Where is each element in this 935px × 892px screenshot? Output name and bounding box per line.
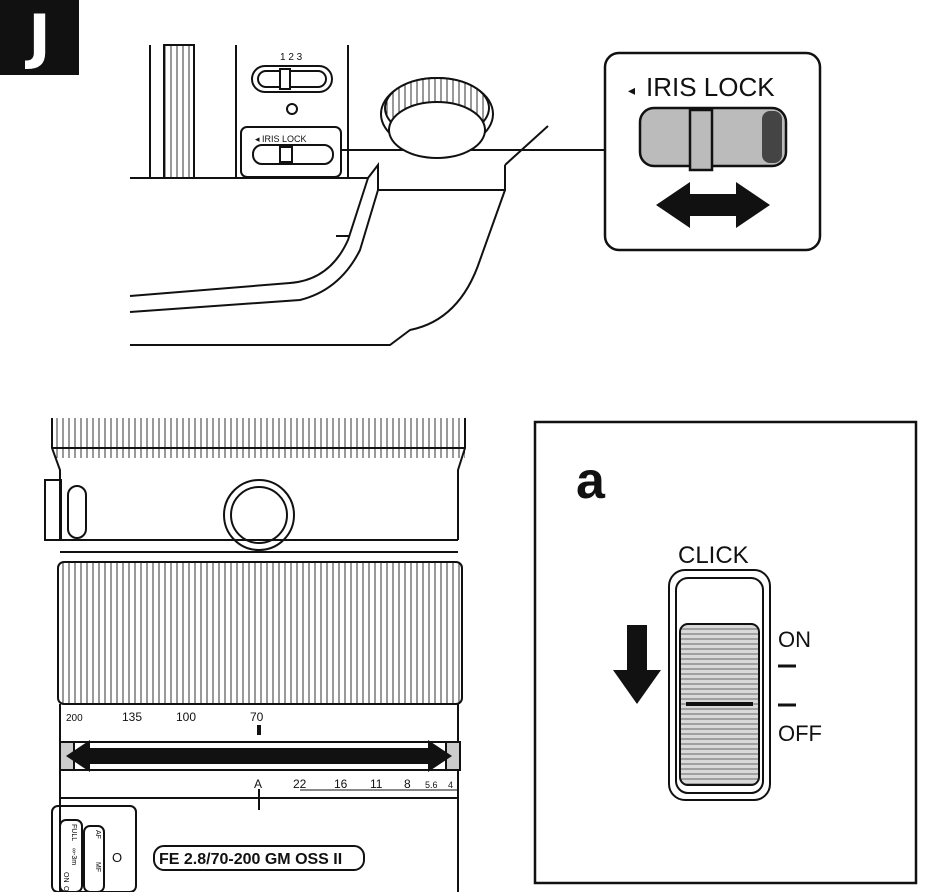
- on-label: ON: [778, 627, 811, 652]
- aperture-11: 11: [370, 777, 383, 791]
- iris-lock-switch-dark-end: [762, 111, 782, 163]
- focal-135: 135: [122, 710, 142, 724]
- camera-grip-illustration: [129, 44, 606, 346]
- focal-100: 100: [176, 710, 196, 724]
- click-title: CLICK: [678, 542, 749, 569]
- side-switch-marker: O: [112, 850, 122, 865]
- callout-arrow-glyph: ◂: [628, 82, 635, 98]
- control-dial: [380, 77, 494, 159]
- side-switch-label-2: FULL: [70, 824, 77, 841]
- double-arrow-icon: [656, 182, 770, 228]
- aperture-22: 22: [293, 777, 307, 791]
- aperture-16: 16: [334, 777, 348, 791]
- side-switch-label-4: ON: [62, 872, 69, 883]
- aperture-ring-double-arrow-icon: [66, 740, 452, 772]
- focus-hold-button: [223, 479, 295, 551]
- iris-lock-switch-knob: [688, 108, 714, 172]
- side-switch-label-1: MF: [94, 862, 101, 872]
- aperture-4: 4: [448, 780, 453, 790]
- focal-length-scale: 200 135 100 70: [66, 710, 264, 724]
- aperture-5-6: 5.6: [425, 780, 438, 790]
- iris-lock-small-switch: [252, 144, 334, 165]
- iris-lock-small-label: ◂ IRIS LOCK: [255, 134, 307, 144]
- side-switch-label-0: AF: [94, 830, 101, 839]
- lens-name: FE 2.8/70-200 GM OSS II: [159, 851, 342, 868]
- focal-70: 70: [250, 710, 264, 724]
- aperture-a: A: [254, 777, 262, 791]
- down-arrow-icon: [613, 625, 661, 704]
- click-switch-panel: [533, 420, 918, 885]
- lens-name-badge: [153, 845, 365, 871]
- lens-barrel-illustration: [44, 418, 466, 892]
- side-switch-label-3: ∞-3m: [70, 848, 77, 865]
- aperture-scale: A 22 16 11 8 5.6 4: [254, 777, 453, 791]
- aperture-8: 8: [404, 777, 411, 791]
- callout-iris-lock-label: IRIS LOCK: [646, 72, 775, 102]
- iris-lock-callout: [603, 51, 822, 252]
- off-label: OFF: [778, 721, 822, 746]
- zoom-ring: [57, 561, 463, 705]
- section-badge: J: [0, 0, 79, 75]
- position-switch: [251, 65, 333, 115]
- focal-200: 200: [66, 713, 83, 724]
- side-switch-label-5: OFF: [62, 886, 69, 892]
- side-switch-panel: [51, 805, 137, 892]
- panel-letter: a: [576, 452, 606, 510]
- switch-positions-label: 1 2 3: [280, 52, 303, 63]
